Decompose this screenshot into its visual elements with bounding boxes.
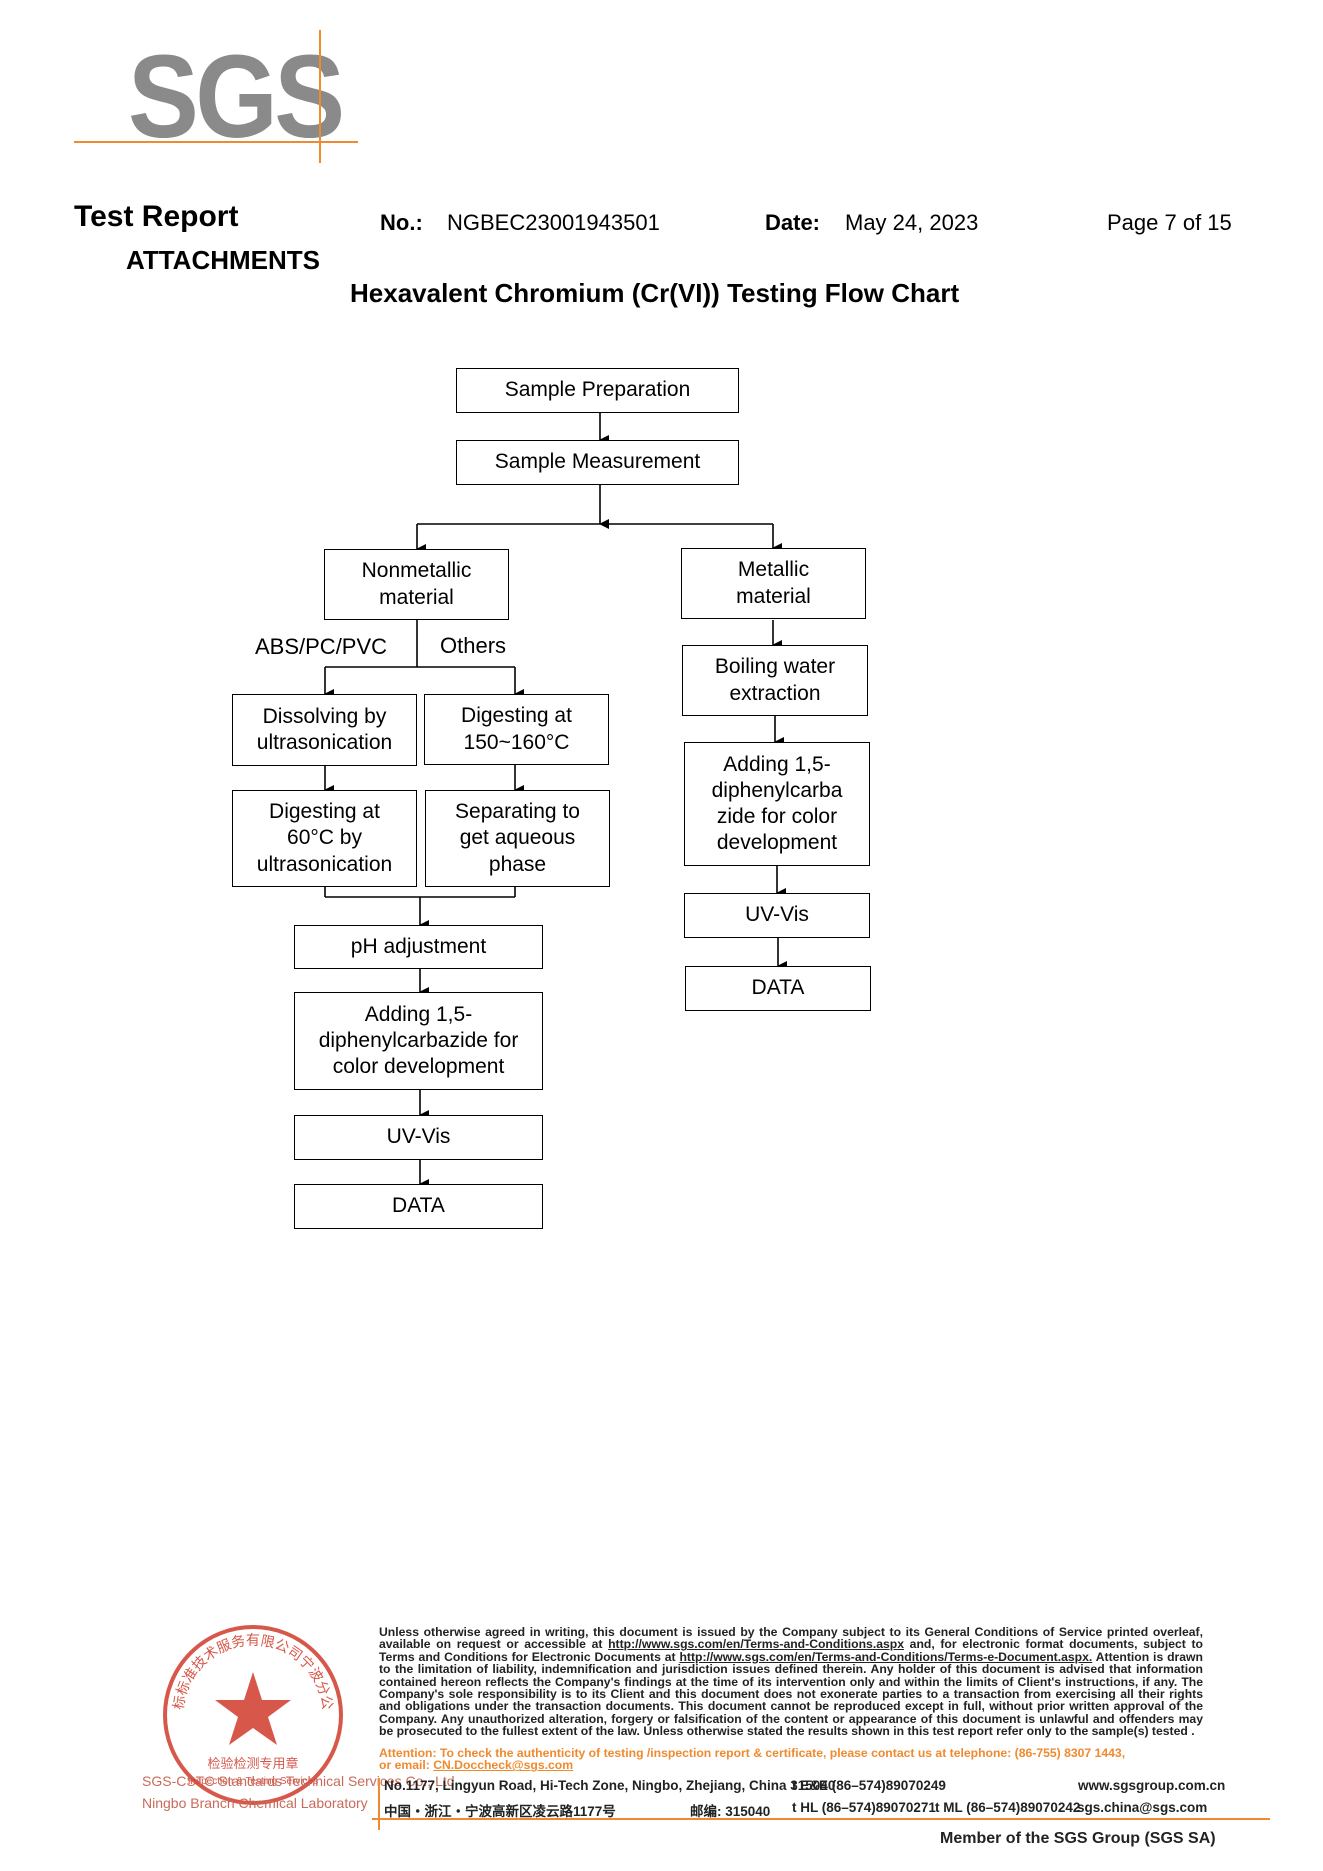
label-uvvis-left: UV-Vis [386, 1125, 451, 1149]
label-digesting-150: Digesting at 150~160°C [461, 704, 572, 754]
stamp-star-icon [215, 1672, 291, 1745]
box-sample-preparation: Sample Preparation [456, 368, 739, 413]
report-number-label: No.: [380, 210, 423, 235]
box-metallic-material: Metallic material [681, 548, 866, 619]
box-sample-measurement: Sample Measurement [456, 440, 739, 485]
footer-attention: Attention: To check the authenticity of … [379, 1747, 1203, 1772]
date-label: Date: [765, 210, 821, 235]
label-boiling: Boiling water extraction [714, 655, 836, 705]
sgs-logo: SGS [128, 31, 345, 163]
email-prefix: or email: [379, 1758, 434, 1773]
disclaimer-part-1: Unless otherwise agreed in writing, this… [379, 1625, 1203, 1652]
attachments-heading: ATTACHMENTS [126, 245, 321, 275]
branch-label-abs: ABS/PC/PVC [255, 634, 388, 659]
box-digesting-150: Digesting at 150~160°C [424, 694, 609, 765]
stamp-text-mid: 检验检测专用章 [207, 1756, 298, 1772]
tel-ml: t ML (86–574)89070242 [935, 1800, 1081, 1815]
box-nonmetallic-material: Nonmetallic material [324, 549, 509, 620]
footer-vertical-rule [378, 1778, 380, 1830]
stamp-caption-branch: Ningbo Branch Chemical Laboratory [142, 1795, 368, 1811]
label-adding-left: Adding 1,5-diphenylcarbazide for color d… [318, 1002, 519, 1079]
box-data-right: DATA [685, 966, 871, 1011]
disclaimer-part-3: Attention is drawn to the limitation of … [379, 1649, 1203, 1739]
footer-disclaimer: Unless otherwise agreed in writing, this… [379, 1626, 1203, 1738]
label-metallic: Metallic material [736, 558, 811, 608]
footer-orange-rule [372, 1818, 1270, 1820]
label-data-left: DATA [392, 1194, 445, 1218]
branch-label-others: Others [440, 633, 507, 658]
logo-rule-horizontal [74, 141, 358, 143]
doccheck-email-link[interactable]: CN.Doccheck@sgs.com [433, 1758, 574, 1773]
website: www.sgsgroup.com.cn [1078, 1778, 1226, 1793]
flow-chart-title: Hexavalent Chromium (Cr(VI)) Testing Flo… [350, 278, 960, 308]
laboratory-seal-stamp: 通标标准技术服务有限公司宁波分公司 检验检测专用章 Inspection & T… [158, 1620, 343, 1805]
label-separating: Separating to get aqueous phase [455, 800, 580, 876]
label-data-right: DATA [751, 976, 805, 1000]
box-uvvis-left: UV-Vis [294, 1115, 543, 1160]
box-boiling: Boiling water extraction [682, 645, 868, 716]
label-uvvis-right: UV-Vis [745, 903, 809, 927]
box-adding-right: Adding 1,5-diphenylcarba zide for color … [684, 742, 870, 866]
member-of-sgs: Member of the SGS Group (SGS SA) [940, 1830, 1216, 1847]
report-date: May 24, 2023 [845, 210, 979, 235]
email-china: sgs.china@sgs.com [1077, 1800, 1208, 1815]
attention-line: Attention: To check the authenticity of … [379, 1746, 1126, 1760]
terms-e-document-link[interactable]: http://www.sgs.com/en/Terms-and-Conditio… [679, 1649, 1093, 1664]
disclaimer-part-2: and, for electronic format documents, su… [379, 1637, 1203, 1664]
box-ph-adjustment: pH adjustment [294, 925, 543, 969]
page-number: Page 7 of 15 [1107, 210, 1232, 235]
box-adding-left: Adding 1,5-diphenylcarbazide for color d… [294, 992, 543, 1090]
box-digesting-60: Digesting at 60°C by ultrasonication [232, 790, 417, 887]
label-sample-measurement: Sample Measurement [494, 450, 701, 474]
terms-conditions-link[interactable]: http://www.sgs.com/en/Terms-and-Conditio… [608, 1637, 904, 1652]
box-data-left: DATA [294, 1184, 543, 1229]
label-adding-right: Adding 1,5-diphenylcarba zide for color … [711, 752, 843, 855]
label-digesting-60: Digesting at 60°C by ultrasonication [256, 800, 393, 876]
label-dissolving: Dissolving by ultrasonication [256, 704, 393, 754]
box-dissolving: Dissolving by ultrasonication [232, 694, 417, 766]
address-chinese: 中国・浙江・宁波高新区凌云路1177号 [384, 1804, 616, 1819]
report-number: NGBEC23001943501 [447, 210, 660, 235]
label-ph-adjustment: pH adjustment [350, 934, 487, 958]
label-nonmetallic: Nonmetallic material [361, 559, 472, 609]
report-title: Test Report [74, 200, 239, 233]
logo-rule-vertical [319, 30, 321, 163]
label-sample-preparation: Sample Preparation [504, 378, 691, 402]
address-english: No.1177, Lingyun Road, Hi-Tech Zone, Nin… [384, 1778, 836, 1793]
postcode-chinese: 邮编: 315040 [690, 1804, 771, 1819]
box-separating: Separating to get aqueous phase [425, 790, 610, 887]
tel-hl: t HL (86–574)89070271 [792, 1800, 936, 1815]
tel-ee: t E&E (86–574)89070249 [792, 1778, 946, 1793]
box-uvvis-right: UV-Vis [684, 893, 870, 938]
stamp-text-en: Inspection & Testing Services [188, 1776, 318, 1787]
